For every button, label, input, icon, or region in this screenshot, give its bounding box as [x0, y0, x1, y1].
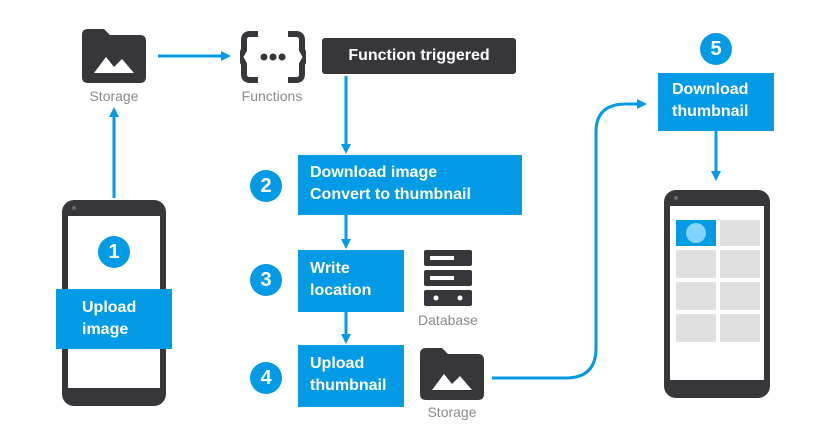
thumbnail-tile-active — [676, 220, 716, 246]
step2-line1: Download image — [310, 164, 438, 181]
thumbnail-tile — [720, 250, 760, 278]
step5-number: 5 — [700, 33, 732, 65]
step3-number: 3 — [250, 264, 282, 296]
storage-label-top: Storage — [89, 88, 139, 104]
phone-right — [664, 190, 770, 398]
thumbnail-tile — [720, 220, 760, 246]
step5-line2: thumbnail — [672, 103, 749, 120]
step1-line2: image — [82, 321, 129, 338]
thumbnail-tile — [720, 282, 760, 310]
thumbnail-circle — [686, 223, 706, 243]
storage-icon-bottom — [420, 348, 484, 400]
functions-label: Functions — [241, 88, 303, 104]
step2-line2: Convert to thumbnail — [310, 186, 471, 203]
storage-label-bottom: Storage — [427, 404, 477, 420]
step4-line2: thumbnail — [310, 377, 387, 394]
storage-icon-top — [82, 29, 146, 83]
function-triggered-label: Function triggered — [348, 47, 490, 64]
step2-box: Download image Convert to thumbnail — [298, 155, 522, 215]
functions-icon — [236, 30, 310, 84]
step5-box: Download thumbnail — [658, 73, 774, 131]
step4-box: Upload thumbnail — [298, 345, 404, 407]
thumbnail-tile — [676, 282, 716, 310]
phone-left-speaker — [72, 206, 76, 210]
step3-line1: Write — [310, 260, 350, 277]
phone-right-speaker — [674, 196, 678, 200]
step4-line1: Upload — [310, 355, 365, 372]
thumbnail-tile — [676, 250, 716, 278]
function-triggered-box: Function triggered — [322, 38, 516, 74]
step1-number: 1 — [98, 236, 130, 268]
step1-box: Upload image — [56, 289, 172, 349]
arrow-storage-to-step5 — [492, 99, 647, 380]
step5-line1: Download — [672, 81, 749, 98]
step1-line1: Upload — [82, 299, 137, 316]
thumbnail-tile — [676, 314, 716, 342]
step4-number: 4 — [250, 362, 282, 394]
phone-right-screen — [670, 206, 764, 380]
database-label: Database — [418, 312, 478, 328]
step3-box: Write location — [298, 250, 404, 312]
step2-number: 2 — [250, 170, 282, 202]
thumbnail-tile — [720, 314, 760, 342]
step3-line2: location — [310, 282, 372, 299]
database-icon — [424, 250, 472, 306]
